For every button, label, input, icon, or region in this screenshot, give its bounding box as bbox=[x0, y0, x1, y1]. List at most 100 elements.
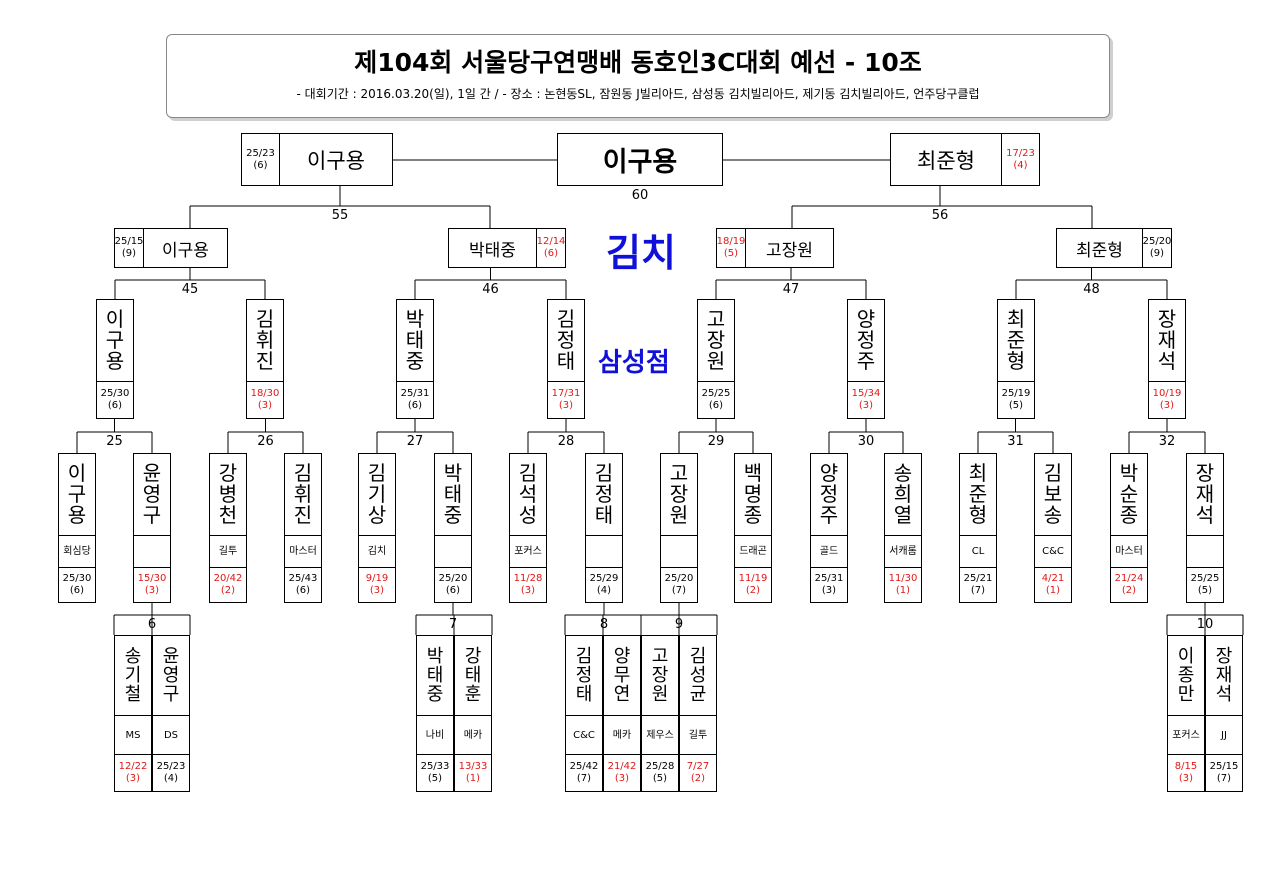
champion-box: 이구용 bbox=[557, 133, 723, 186]
player-score: 25/31(6) bbox=[400, 387, 430, 411]
quarterfinal-player-1: 25/15(9)이구용 bbox=[114, 228, 228, 268]
player-score: 25/28(5) bbox=[645, 760, 675, 784]
player-club: 메카 bbox=[604, 716, 640, 755]
player-name: 박태중 bbox=[469, 240, 516, 261]
player-score: 15/34(3) bbox=[851, 387, 881, 411]
player-score: 4/21(1) bbox=[1041, 572, 1065, 596]
player-name: 이구용 bbox=[162, 240, 209, 261]
match-number-7: 7 bbox=[448, 617, 458, 632]
player-score: 8/15(3) bbox=[1174, 760, 1198, 784]
player-club: 메카 bbox=[455, 716, 491, 755]
player-score: 18/19(5) bbox=[717, 229, 746, 267]
player-score: 25/23(4) bbox=[156, 760, 186, 784]
player-score: 25/29(4) bbox=[589, 572, 619, 596]
player-score: 25/21(7) bbox=[963, 572, 993, 596]
player-score: 12/22(3) bbox=[118, 760, 148, 784]
player-score: 25/20(6) bbox=[438, 572, 468, 596]
quarterfinal-player-2: 박태중 12/14(6) bbox=[448, 228, 566, 268]
player-score: 10/19(3) bbox=[1152, 387, 1182, 411]
match-number-9: 9 bbox=[674, 617, 684, 632]
player-score: 25/43(6) bbox=[288, 572, 318, 596]
player-club bbox=[435, 536, 471, 568]
match-number-27: 27 bbox=[406, 434, 424, 449]
match-number-25: 25 bbox=[106, 434, 123, 449]
player-club: C&C bbox=[1035, 536, 1071, 568]
player-club: DS bbox=[153, 716, 189, 755]
player-score: 13/33(1) bbox=[458, 760, 488, 784]
player-club: 골드 bbox=[811, 536, 847, 568]
player-score: 25/25(5) bbox=[1190, 572, 1220, 596]
player-score: 21/24(2) bbox=[1114, 572, 1144, 596]
player-score: 11/30(1) bbox=[888, 572, 918, 596]
match-number-final: 60 bbox=[631, 188, 649, 203]
player-club bbox=[1187, 536, 1223, 568]
player-score: 17/31(3) bbox=[551, 387, 581, 411]
watermark-samseong: 삼성점 bbox=[598, 348, 670, 378]
player-score: 25/25(6) bbox=[701, 387, 731, 411]
player-club: 나비 bbox=[417, 716, 453, 755]
player-score: 12/14(6) bbox=[536, 229, 565, 267]
player-score: 7/27(2) bbox=[686, 760, 710, 784]
match-number-45: 45 bbox=[181, 282, 199, 297]
match-number-30: 30 bbox=[857, 434, 875, 449]
player-score: 25/42(7) bbox=[569, 760, 599, 784]
match-number-8: 8 bbox=[599, 617, 609, 632]
player-score: 18/30(3) bbox=[250, 387, 280, 411]
player-name: 이구용 bbox=[307, 148, 365, 173]
match-number-55: 55 bbox=[331, 208, 349, 223]
